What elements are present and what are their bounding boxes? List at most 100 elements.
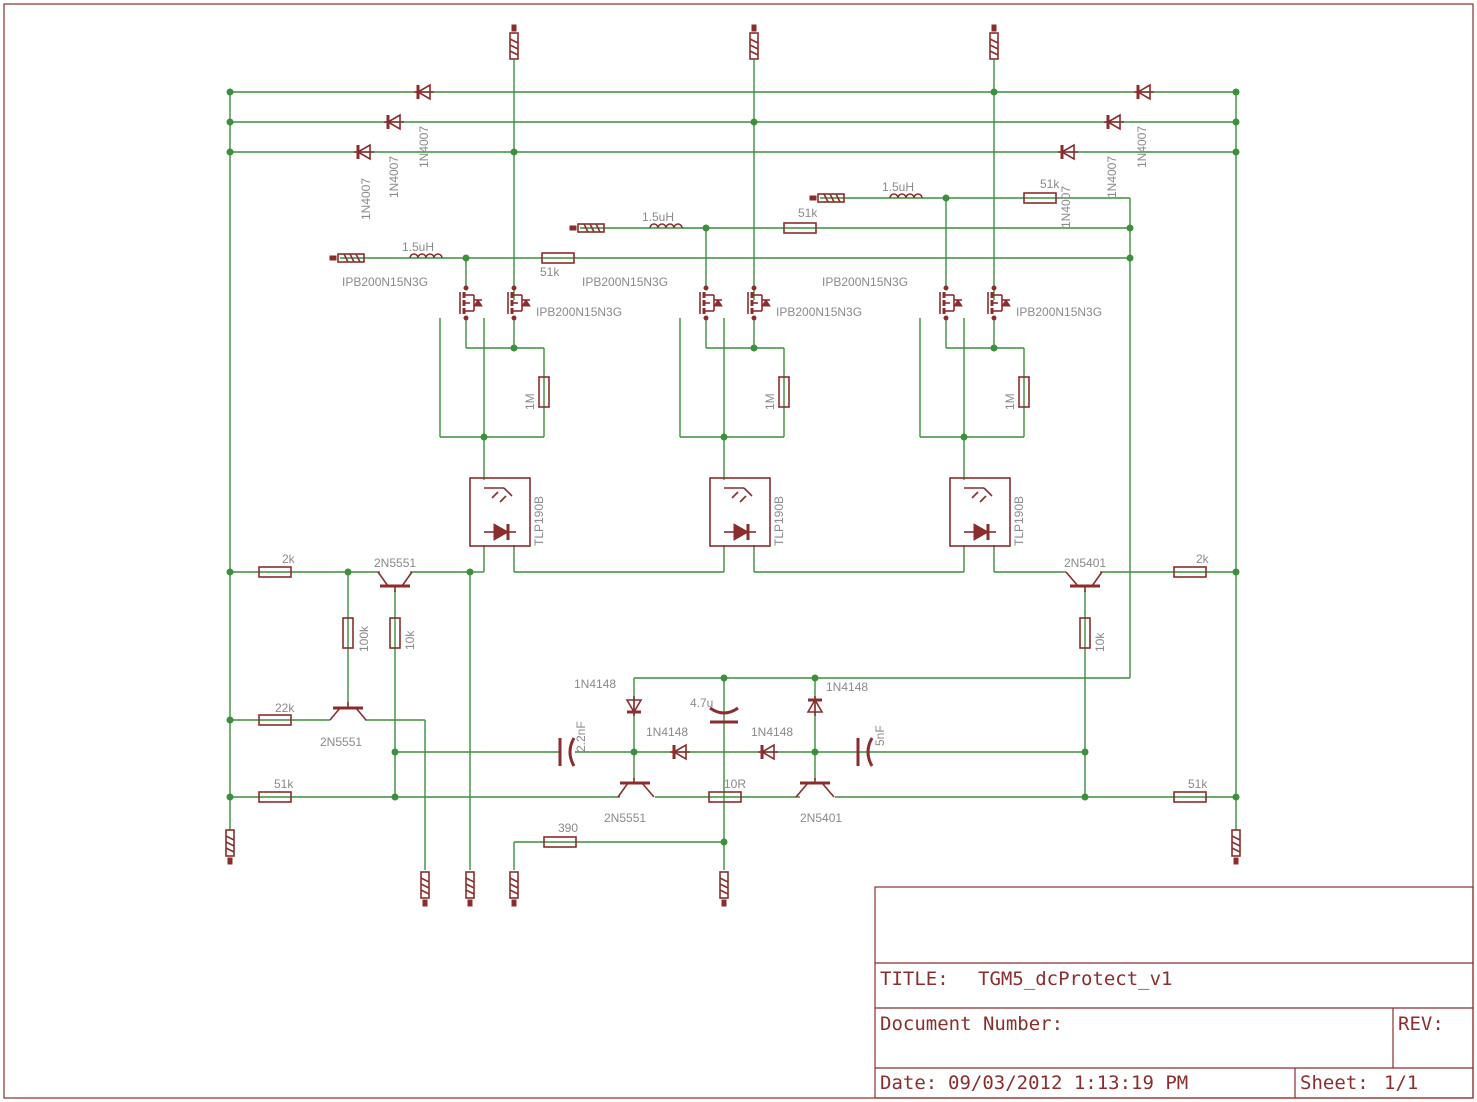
label-ipb200n15n3g: IPB200N15N3G: [582, 275, 668, 289]
connector-icon: [329, 253, 365, 263]
diode-icon: [1104, 113, 1124, 131]
revision-label: REV:: [1398, 1013, 1444, 1035]
resistor-icon: [1079, 617, 1091, 649]
resistor-icon: [342, 617, 354, 649]
resistor-icon: [543, 836, 577, 848]
capacitor-icons: [558, 706, 874, 767]
label-2n5551: 2N5551: [320, 735, 362, 749]
optocoupler-icon: [709, 477, 771, 547]
title-block: TITLE: TGM5_dcProtect_v1 Document Number…: [874, 886, 1474, 1099]
label-1-5uh: 1.5uH: [882, 180, 914, 194]
resistor-icon: [708, 791, 742, 803]
label-1n4148: 1N4148: [646, 725, 688, 739]
label-ipb200n15n3g: IPB200N15N3G: [776, 305, 862, 319]
diode-icon: [354, 143, 374, 161]
diode-icon: [806, 696, 824, 716]
transistor-icon: [617, 778, 655, 798]
connector-icon: [719, 871, 729, 907]
label-1n4148: 1N4148: [826, 680, 868, 694]
label-ipb200n15n3g: IPB200N15N3G: [342, 275, 428, 289]
connector-icon: [225, 829, 235, 865]
label-51k: 51k: [798, 206, 818, 220]
label-tlp190b: TLP190B: [532, 496, 546, 546]
optocoupler-icons: [469, 477, 1011, 547]
label-ipb200n15n3g: IPB200N15N3G: [822, 275, 908, 289]
label-10k: 10k: [1093, 632, 1107, 652]
label-51k: 51k: [274, 777, 294, 791]
inductor-icon: [649, 223, 683, 229]
label-22k: 22k: [275, 701, 295, 715]
capacitor-icon: [558, 737, 576, 767]
label-10k: 10k: [403, 630, 417, 650]
document-number-label: Document Number:: [880, 1013, 1063, 1035]
inductor-icon: [409, 253, 443, 259]
label-1n4007: 1N4007: [1059, 186, 1073, 228]
connector-icon: [465, 871, 475, 907]
connector-icon: [569, 223, 605, 233]
sheet-frame: [3, 3, 1474, 1099]
diode-icon: [758, 743, 778, 761]
label-2n5551: 2N5551: [374, 556, 416, 570]
resistor-icon: [778, 376, 790, 408]
inductor-icon: [889, 193, 923, 199]
sheet-value: 1/1: [1384, 1072, 1418, 1094]
label-100k: 100k: [357, 625, 371, 652]
connector-icon: [1231, 829, 1241, 865]
label-1-5uh: 1.5uH: [402, 240, 434, 254]
resistor-icon: [258, 714, 292, 726]
resistor-icon: [258, 791, 292, 803]
label-2-2nf: 2.2nF: [574, 721, 588, 752]
label-5nf: 5nF: [873, 725, 887, 746]
diode-icons: [354, 83, 1154, 761]
resistor-icon: [389, 617, 401, 649]
transistor-icon: [795, 778, 835, 798]
label-1n4148: 1N4148: [574, 677, 616, 691]
connector-icon: [749, 24, 759, 60]
label-2n5401: 2N5401: [800, 811, 842, 825]
label-1n4007: 1N4007: [1105, 156, 1119, 198]
resistor-icon: [1173, 791, 1207, 803]
resistor-icons: [258, 192, 1207, 848]
connector-icon: [420, 871, 430, 907]
mosfet-icon: [939, 285, 963, 321]
resistor-icon: [1023, 192, 1057, 204]
mosfet-icon: [747, 285, 771, 321]
label-2n5551: 2N5551: [604, 811, 646, 825]
label-1m: 1M: [763, 393, 777, 410]
label-2n5401: 2N5401: [1064, 556, 1106, 570]
label-51k: 51k: [1188, 777, 1208, 791]
label-51k: 51k: [540, 265, 560, 279]
title-value: TGM5_dcProtect_v1: [978, 968, 1172, 990]
component-labels: 1N4007 1N4007 1N4007 1N4007 1N4007 1N400…: [274, 126, 1210, 835]
label-1n4007: 1N4007: [1135, 126, 1149, 168]
resistor-icon: [783, 222, 817, 234]
capacitor-icon: [709, 706, 739, 724]
resistor-icon: [1173, 566, 1207, 578]
diode-icon: [414, 83, 434, 101]
mosfet-icon: [987, 285, 1011, 321]
connector-icon: [509, 871, 519, 907]
date-label: Date:: [880, 1072, 937, 1094]
label-1n4007: 1N4007: [417, 126, 431, 168]
capacitor-icon: [856, 737, 874, 767]
diode-icon: [625, 696, 643, 716]
mosfet-icon: [699, 285, 723, 321]
resistor-icon: [538, 376, 550, 408]
resistor-icon: [541, 252, 575, 264]
diode-icon: [384, 113, 404, 131]
sheet-label: Sheet:: [1300, 1072, 1369, 1094]
connector-icon: [809, 193, 845, 203]
optocoupler-icon: [949, 477, 1011, 547]
connector-icon: [989, 24, 999, 60]
optocoupler-icon: [469, 477, 531, 547]
diode-icon: [1134, 83, 1154, 101]
label-1m: 1M: [1003, 393, 1017, 410]
inductor-icons: [409, 193, 923, 259]
connector-icon: [509, 24, 519, 60]
date-value: 09/03/2012 1:13:19 PM: [948, 1072, 1188, 1094]
transistor-icons: [329, 571, 1103, 798]
label-2k: 2k: [282, 552, 296, 566]
label-1-5uh: 1.5uH: [642, 210, 674, 224]
mosfet-icon: [507, 285, 531, 321]
